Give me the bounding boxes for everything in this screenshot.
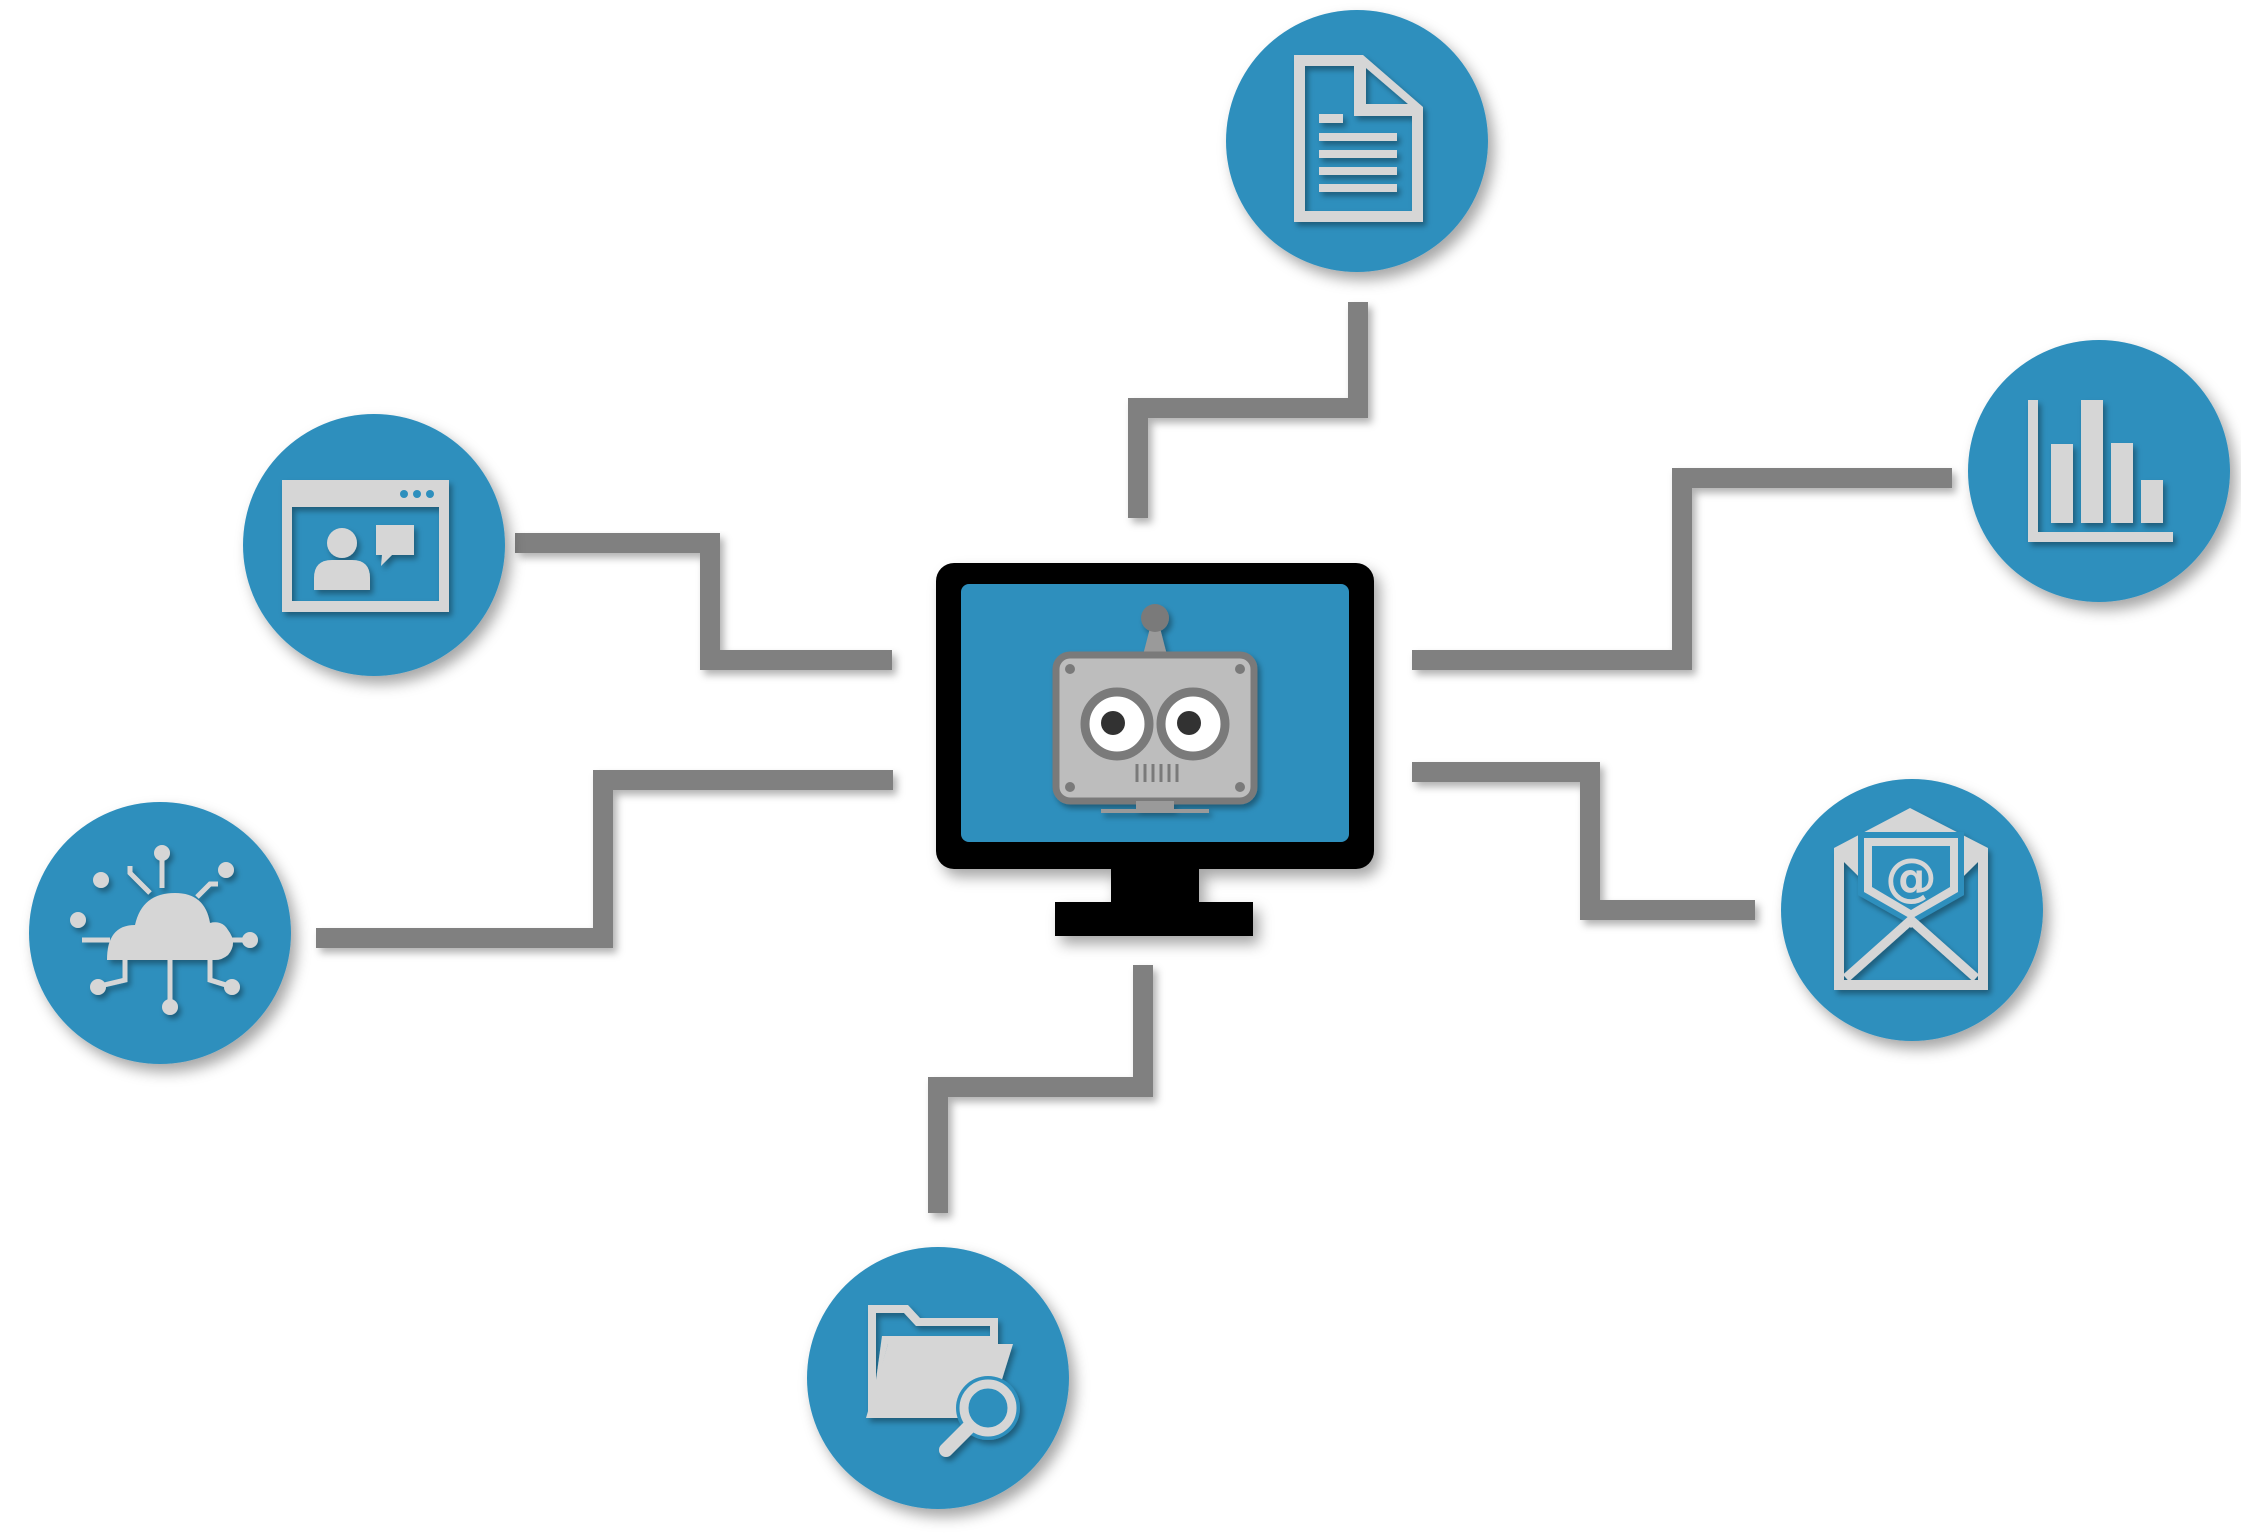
bar-chart-icon: [2028, 400, 2173, 542]
node-video-chat: [243, 414, 505, 676]
cloud-network-icon: [70, 845, 258, 1015]
connector-video-chat: [515, 533, 892, 670]
node-bar-chart: [1968, 340, 2230, 602]
document-icon: [1294, 55, 1423, 222]
email-at-symbol: @: [1885, 848, 1937, 908]
connector-bar-chart: [1412, 468, 1952, 670]
robot-bolt: [1235, 782, 1245, 792]
robot-pupil-left: [1101, 711, 1125, 735]
node-email: @: [1781, 779, 2043, 1041]
connector-cloud-network: [316, 770, 893, 948]
robot-bolt: [1065, 664, 1075, 674]
robot-mouth: [1135, 764, 1179, 782]
node-cloud-network: [29, 802, 291, 1064]
connectors: [316, 302, 1952, 1213]
robot-pupil-right: [1177, 711, 1201, 735]
robot-bolt: [1065, 782, 1075, 792]
connector-document: [1128, 302, 1368, 518]
robot-neck: [1136, 801, 1174, 810]
monitor-stand-base: [1055, 902, 1253, 936]
robot-face-icon: [1052, 604, 1258, 813]
robot-shoulder: [1101, 809, 1209, 813]
robot-antenna-stem: [1143, 628, 1167, 655]
robot-bolt: [1235, 664, 1245, 674]
node-folder-search: [807, 1247, 1069, 1509]
video-chat-icon: [282, 480, 449, 612]
connector-folder-search: [928, 965, 1153, 1213]
email-icon: @: [1834, 808, 1988, 990]
monitor-stand-neck: [1111, 869, 1199, 905]
node-document: [1226, 10, 1488, 272]
robot-antenna-ball: [1141, 604, 1169, 632]
folder-search-icon: [866, 1305, 1020, 1457]
monitor-robot-icon: [936, 563, 1374, 936]
connector-email: [1412, 762, 1755, 920]
